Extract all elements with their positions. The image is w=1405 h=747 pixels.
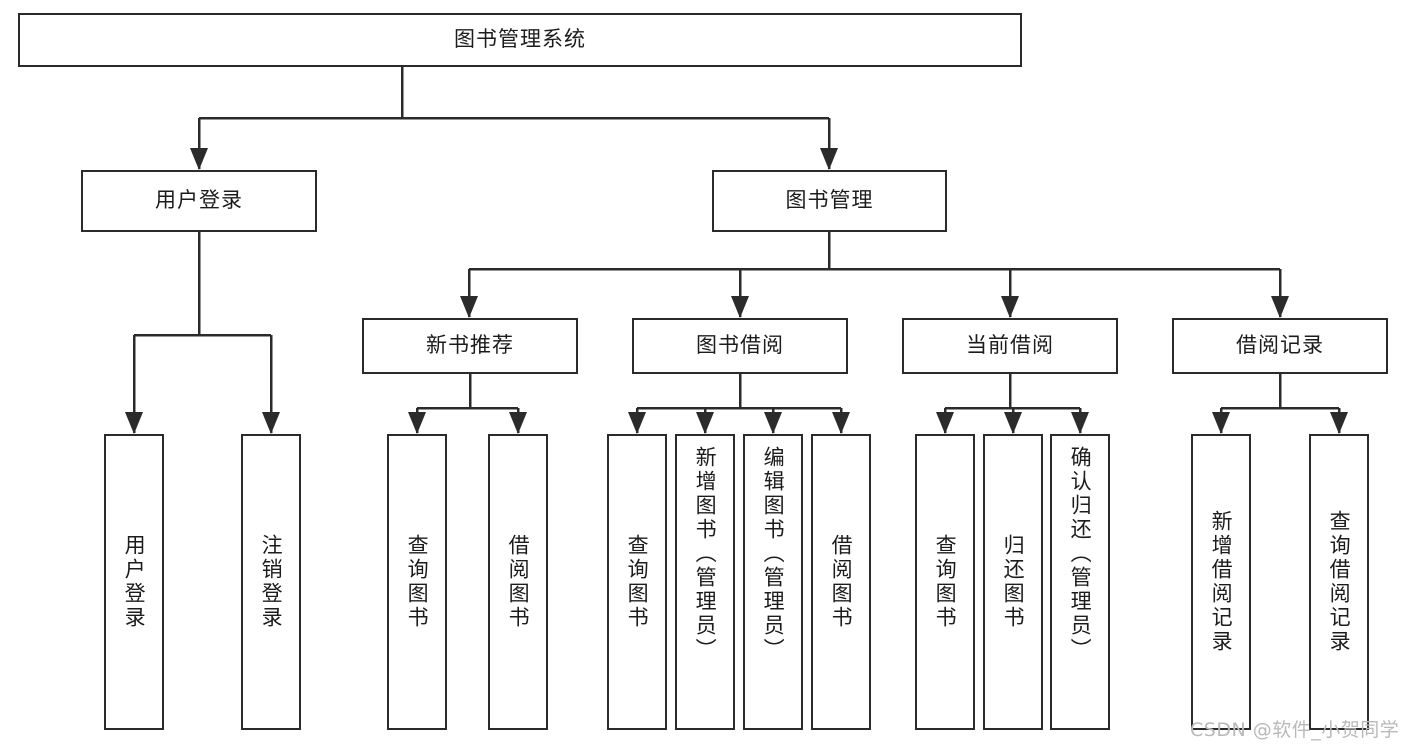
node-label: 用户登录 <box>155 188 243 213</box>
node-label: 用户登录 <box>122 534 147 630</box>
node-current-borrow: 当前借阅 <box>902 318 1118 374</box>
node-leaf-logout: 注销登录 <box>241 434 301 730</box>
node-leaf-add-book: 新增图书（管理员） <box>675 434 735 730</box>
node-label: 编辑图书（管理员） <box>761 446 786 662</box>
node-book-manage: 图书管理 <box>712 170 947 232</box>
node-label: 图书管理 <box>785 188 874 213</box>
node-label: 新书推荐 <box>426 333 514 358</box>
node-label: 借阅图书 <box>829 534 854 630</box>
node-leaf-return: 归还图书 <box>983 434 1043 730</box>
node-leaf-query-3: 查询图书 <box>915 434 975 730</box>
node-label: 查询借阅记录 <box>1327 510 1352 654</box>
book-manage-to-level2-arrowhead <box>731 296 749 318</box>
node-label: 当前借阅 <box>966 333 1054 358</box>
node-label: 图书管理系统 <box>454 27 586 52</box>
root-to-level1-arrowhead <box>190 148 208 170</box>
node-leaf-confirm: 确认归还（管理员） <box>1050 434 1110 730</box>
book-borrow-to-leaves-arrowhead <box>696 412 714 434</box>
node-label: 借阅图书 <box>506 534 531 630</box>
new-book-rec-to-leaves-arrowhead <box>509 412 527 434</box>
book-manage-to-level2-arrowhead <box>1271 296 1289 318</box>
node-leaf-user-login: 用户登录 <box>104 434 164 730</box>
node-root: 图书管理系统 <box>18 13 1022 67</box>
connector-group <box>125 67 1348 434</box>
node-new-book-rec: 新书推荐 <box>362 318 578 374</box>
node-label: 查询图书 <box>933 534 958 630</box>
user-login-to-leaves-arrowhead <box>125 412 143 434</box>
user-login-to-leaves-arrowhead <box>262 412 280 434</box>
node-label: 新增图书（管理员） <box>693 446 718 662</box>
book-borrow-to-leaves-arrowhead <box>628 412 646 434</box>
node-label: 新增借阅记录 <box>1209 510 1234 654</box>
node-user-login: 用户登录 <box>81 170 317 232</box>
node-book-borrow: 图书借阅 <box>632 318 848 374</box>
node-label: 归还图书 <box>1001 534 1026 630</box>
node-label: 图书借阅 <box>696 333 784 358</box>
current-borrow-to-leaves-arrowhead <box>1004 412 1022 434</box>
current-borrow-to-leaves-arrowhead <box>936 412 954 434</box>
node-leaf-borrow-1: 借阅图书 <box>488 434 548 730</box>
node-leaf-add-rec: 新增借阅记录 <box>1191 434 1251 730</box>
current-borrow-to-leaves-arrowhead <box>1071 412 1089 434</box>
node-leaf-edit-book: 编辑图书（管理员） <box>743 434 803 730</box>
node-label: 借阅记录 <box>1236 333 1324 358</box>
new-book-rec-to-leaves-arrowhead <box>408 412 426 434</box>
node-leaf-query-1: 查询图书 <box>387 434 447 730</box>
node-leaf-query-rec: 查询借阅记录 <box>1309 434 1369 730</box>
node-label: 确认归还（管理员） <box>1068 446 1093 662</box>
book-borrow-to-leaves-arrowhead <box>764 412 782 434</box>
node-leaf-query-2: 查询图书 <box>607 434 667 730</box>
book-borrow-to-leaves-arrowhead <box>832 412 850 434</box>
book-manage-to-level2-arrowhead <box>460 296 478 318</box>
node-label: 查询图书 <box>625 534 650 630</box>
node-leaf-borrow-2: 借阅图书 <box>811 434 871 730</box>
root-to-level1-arrowhead <box>820 148 838 170</box>
node-borrow-record: 借阅记录 <box>1172 318 1388 374</box>
node-label: 查询图书 <box>405 534 430 630</box>
book-manage-to-level2-arrowhead <box>1001 296 1019 318</box>
borrow-record-to-leaves-arrowhead <box>1212 412 1230 434</box>
node-label: 注销登录 <box>259 534 284 630</box>
borrow-record-to-leaves-arrowhead <box>1330 412 1348 434</box>
